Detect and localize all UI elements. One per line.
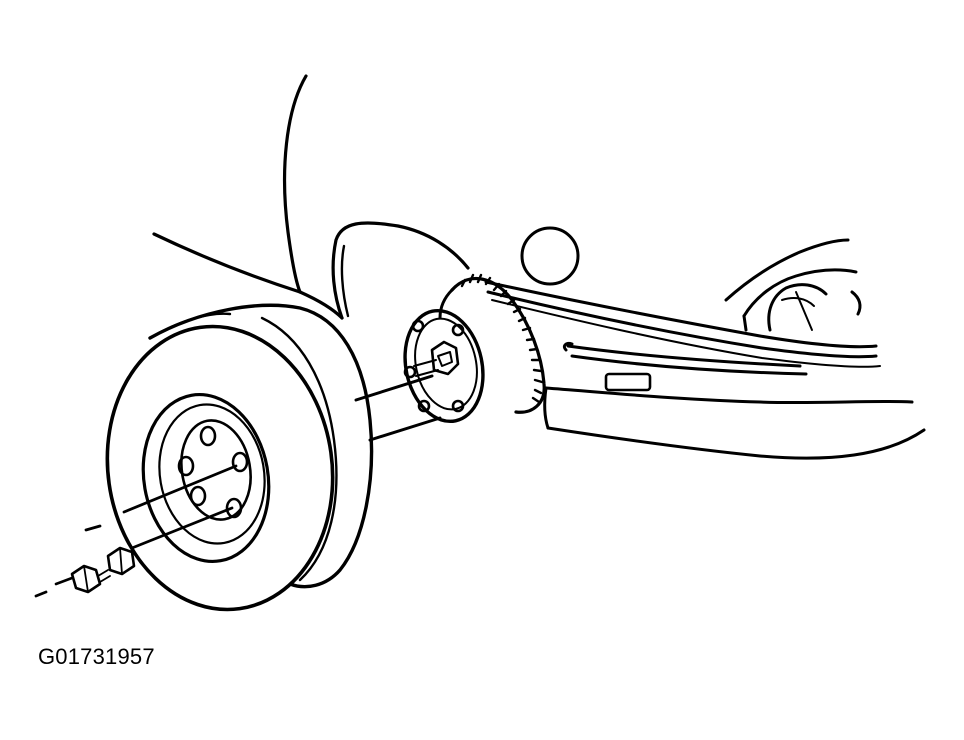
wheel-icon: [105, 303, 374, 612]
hub-icon: [403, 273, 546, 424]
suspension-arm: [484, 238, 926, 460]
lug-nut-icon: [54, 546, 136, 594]
figure-id-label: G01731957: [38, 644, 155, 669]
axle-guide-lines: [354, 374, 442, 442]
vehicle-body: [152, 74, 580, 320]
stud-guide-lines: [34, 464, 238, 598]
